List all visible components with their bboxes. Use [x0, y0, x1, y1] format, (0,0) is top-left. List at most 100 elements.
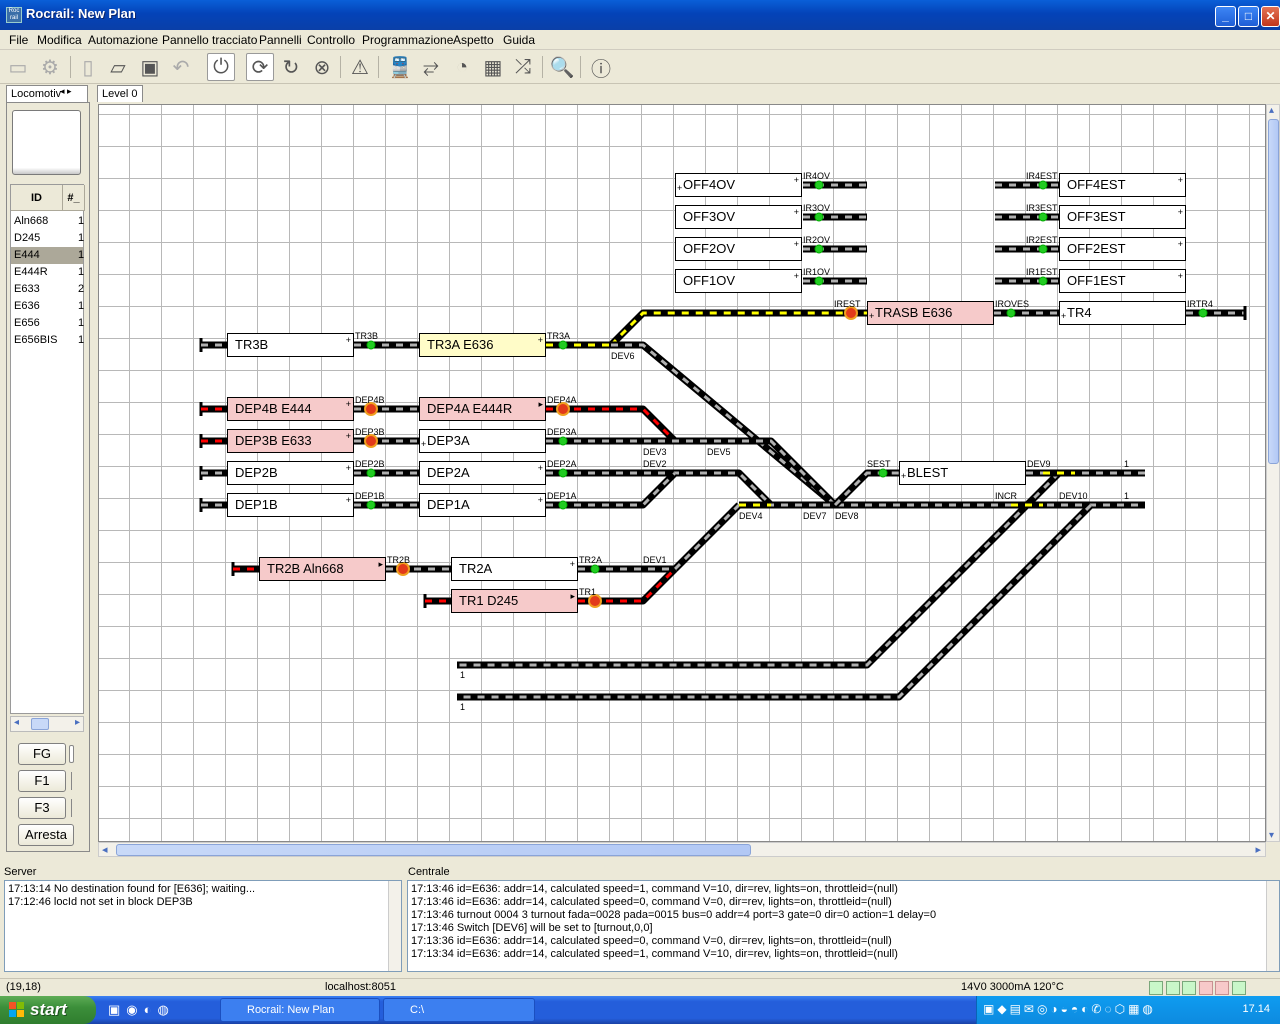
- speed-slider[interactable]: [69, 745, 74, 763]
- block-off2est[interactable]: OFF2EST+: [1059, 237, 1186, 261]
- signal-red[interactable]: [364, 402, 378, 416]
- menu-file[interactable]: File: [9, 33, 29, 47]
- sensor-indicator[interactable]: [1198, 308, 1208, 318]
- plan-vscroll[interactable]: ▴ ▾: [1266, 104, 1280, 842]
- block-tr3a[interactable]: TR3A E636+: [419, 333, 546, 357]
- block-off1est[interactable]: OFF1EST+: [1059, 269, 1186, 293]
- block-dep2b[interactable]: DEP2B+: [227, 461, 354, 485]
- loco-table-hscroll[interactable]: ◂ ▸: [10, 716, 84, 732]
- plan-hscroll[interactable]: ◂ ▸: [98, 842, 1266, 857]
- undo-icon[interactable]: ↶: [172, 56, 190, 79]
- sensor-indicator[interactable]: [1038, 244, 1048, 254]
- minimize-button[interactable]: _: [1215, 6, 1236, 27]
- throttle-icon[interactable]: ◔: [455, 55, 469, 78]
- sensor-indicator[interactable]: [558, 340, 568, 350]
- block-dep2a[interactable]: DEP2A+: [419, 461, 546, 485]
- block-off1ov[interactable]: OFF1OV+: [675, 269, 802, 293]
- track-dev8-blest[interactable]: [832, 469, 899, 508]
- block-off3ov[interactable]: OFF3OV+: [675, 205, 802, 229]
- sensor-indicator[interactable]: [878, 468, 888, 478]
- f3-button[interactable]: F3: [18, 797, 66, 819]
- sensor-indicator[interactable]: [814, 212, 824, 222]
- sensor-indicator[interactable]: [814, 180, 824, 190]
- signal-red[interactable]: [364, 434, 378, 448]
- block-off4ov[interactable]: OFF4OV++: [675, 173, 802, 197]
- track-dev6-diagonal[interactable]: [611, 341, 838, 508]
- menu-pannelli[interactable]: Pannelli: [259, 33, 302, 47]
- sensor-indicator[interactable]: [1038, 212, 1048, 222]
- block-off3est[interactable]: OFF3EST+: [1059, 205, 1186, 229]
- signal-red[interactable]: [396, 562, 410, 576]
- fg-button[interactable]: FG: [18, 743, 66, 765]
- column-header-id[interactable]: ID: [11, 185, 63, 211]
- menu-guida[interactable]: Guida: [503, 33, 536, 47]
- block-tr4[interactable]: TR4+: [1059, 301, 1186, 325]
- sensor-indicator[interactable]: [558, 500, 568, 510]
- track-trasb-route[interactable]: [608, 309, 867, 348]
- centrale-log-vscroll[interactable]: [1266, 881, 1279, 971]
- open-folder-icon[interactable]: ▱: [110, 56, 126, 79]
- task-rocrail[interactable]: Rocrail: New Plan: [220, 998, 380, 1022]
- maximize-button[interactable]: □: [1238, 6, 1259, 27]
- close-button[interactable]: ✕: [1261, 6, 1280, 27]
- block-dep4b[interactable]: DEP4B E444+: [227, 397, 354, 421]
- shuffle-icon[interactable]: ⤮: [515, 55, 531, 78]
- sensor-indicator[interactable]: [1006, 308, 1016, 318]
- block-tr2b[interactable]: TR2B Aln668▸: [259, 557, 386, 581]
- auto-mode-icon[interactable]: ⟳: [246, 53, 274, 81]
- sensor-indicator[interactable]: [366, 500, 376, 510]
- signal-red[interactable]: [588, 594, 602, 608]
- track-dep2a-dev4[interactable]: [546, 469, 774, 508]
- stop-all-icon[interactable]: ⊗: [313, 56, 331, 79]
- server-log-vscroll[interactable]: [388, 881, 401, 971]
- sensor-indicator[interactable]: [558, 468, 568, 478]
- column-header-count[interactable]: #_: [63, 185, 85, 211]
- reset-icon[interactable]: ↻: [282, 56, 300, 79]
- block-trasb[interactable]: TRASB E636+: [867, 301, 994, 325]
- emergency-icon[interactable]: ⚠: [351, 56, 369, 79]
- tab-scroll-arrows[interactable]: ◂ ▸: [60, 86, 72, 96]
- new-file-icon[interactable]: ▯: [82, 56, 94, 79]
- server-log[interactable]: 17:13:14 No destination found for [E636]…: [4, 880, 402, 972]
- sensor-indicator[interactable]: [366, 468, 376, 478]
- route-icon[interactable]: ▦: [483, 56, 503, 79]
- block-off2ov[interactable]: OFF2OV+: [675, 237, 802, 261]
- settings-icon[interactable]: ⚙: [41, 56, 59, 79]
- block-tr2a[interactable]: TR2A+: [451, 557, 578, 581]
- block-tr3b[interactable]: TR3B+: [227, 333, 354, 357]
- centrale-log[interactable]: 17:13:46 id=E636: addr=14, calculated sp…: [407, 880, 1280, 972]
- tab-level-0[interactable]: Level 0: [97, 85, 143, 102]
- block-dep3a[interactable]: DEP3A+: [419, 429, 546, 453]
- block-dep3b[interactable]: DEP3B E633+: [227, 429, 354, 453]
- save-icon[interactable]: ▣: [140, 56, 160, 79]
- menu-aspetto[interactable]: Aspetto: [453, 33, 494, 47]
- sensor-indicator[interactable]: [366, 340, 376, 350]
- block-blest[interactable]: BLEST+: [899, 461, 1026, 485]
- power-icon[interactable]: ⏻: [207, 53, 235, 81]
- signal-red[interactable]: [556, 402, 570, 416]
- sensor-indicator[interactable]: [558, 436, 568, 446]
- connect-icon[interactable]: ▭: [8, 56, 28, 79]
- menu-controllo[interactable]: Controllo: [307, 33, 356, 47]
- block-tr1[interactable]: TR1 D245▸: [451, 589, 578, 613]
- locomotive-icon[interactable]: 🚆: [387, 56, 413, 79]
- block-dep1b[interactable]: DEP1B+: [227, 493, 354, 517]
- block-off4est[interactable]: OFF4EST+: [1059, 173, 1186, 197]
- switch-icon[interactable]: ⥂: [423, 55, 439, 78]
- sensor-indicator[interactable]: [814, 244, 824, 254]
- zoom-icon[interactable]: 🔍: [549, 56, 575, 79]
- track-plan[interactable]: OFF4OV++ OFF3OV+ OFF2OV+ OFF1OV+ OFF4EST…: [98, 104, 1266, 842]
- stop-button[interactable]: Arresta: [18, 824, 74, 846]
- menu-modifica[interactable]: Modifica: [37, 33, 82, 47]
- start-button[interactable]: start: [0, 996, 96, 1024]
- info-icon[interactable]: ⓘ: [591, 58, 611, 81]
- menu-programmazione[interactable]: Programmazione: [362, 33, 454, 47]
